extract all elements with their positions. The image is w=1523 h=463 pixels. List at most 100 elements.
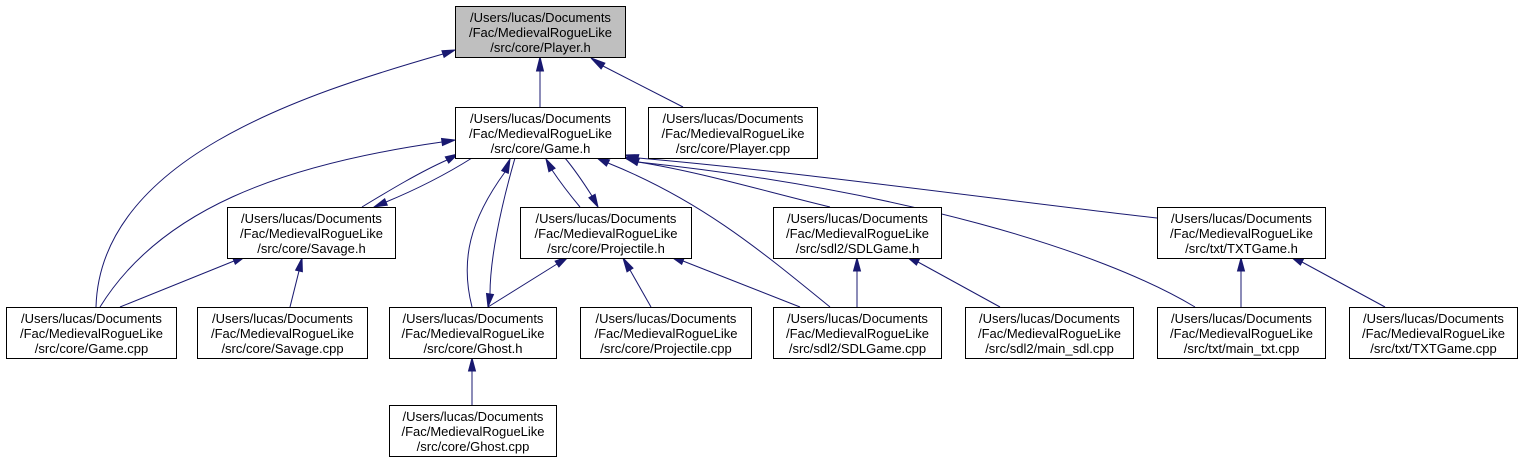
edge-main_sdl_cpp-to-sdlgame_h — [904, 255, 1001, 308]
node-savage-h[interactable]: /Users/lucas/Documents/Fac/MedievalRogue… — [227, 207, 396, 259]
arrowhead — [623, 154, 640, 163]
node-box[interactable] — [197, 307, 368, 359]
edge-ghost_h-to-game_h — [466, 158, 511, 308]
node-game-cpp[interactable]: /Users/lucas/Documents/Fac/MedievalRogue… — [6, 307, 177, 359]
node-label-line: /src/txt/main_txt.cpp — [1184, 341, 1300, 356]
edge-savage_h-to-game_h — [361, 153, 460, 208]
node-box[interactable] — [648, 107, 818, 159]
node-label-line: /Fac/MedievalRogueLike — [786, 226, 929, 241]
node-label-line: /Users/lucas/Documents — [403, 311, 544, 326]
node-label-line: /Fac/MedievalRogueLike — [20, 326, 163, 341]
node-box[interactable] — [773, 307, 942, 359]
node-label-line: /Fac/MedievalRogueLike — [401, 326, 544, 341]
arrowhead — [294, 256, 303, 273]
arrowhead — [444, 153, 460, 164]
arrowhead — [852, 256, 862, 272]
node-box[interactable] — [1157, 307, 1326, 359]
node-label-line: /Fac/MedievalRogueLike — [401, 424, 544, 439]
nodes-layer: /Users/lucas/Documents/Fac/MedievalRogue… — [6, 6, 1518, 457]
edge-line — [385, 157, 473, 203]
node-label-line: /Fac/MedievalRogueLike — [978, 326, 1121, 341]
node-txtgame-cpp[interactable]: /Users/lucas/Documents/Fac/MedievalRogue… — [1349, 307, 1518, 359]
node-box[interactable] — [965, 307, 1134, 359]
node-box[interactable] — [773, 207, 942, 259]
node-box[interactable] — [389, 307, 557, 359]
node-sdlgame-h[interactable]: /Users/lucas/Documents/Fac/MedievalRogue… — [773, 207, 942, 259]
arrowhead — [535, 56, 545, 72]
node-label-line: /src/core/Ghost.h — [424, 341, 523, 356]
node-label-line: /Users/lucas/Documents — [663, 111, 804, 126]
arrowhead — [622, 257, 634, 273]
edge-line — [1301, 261, 1386, 308]
node-label-line: /Users/lucas/Documents — [403, 409, 544, 424]
edge-sdlgame_cpp-to-game_h — [594, 156, 831, 308]
edge-line — [637, 157, 1158, 219]
edge-game_cpp-to-player_h — [95, 49, 457, 308]
node-ghost-h[interactable]: /Users/lucas/Documents/Fac/MedievalRogue… — [389, 307, 557, 359]
edge-savage_cpp-to-savage_h — [289, 256, 303, 308]
edge-game_cpp-to-game_h — [99, 137, 457, 308]
node-label-line: /src/sdl2/SDLGame.cpp — [789, 341, 926, 356]
arrowhead — [590, 57, 606, 70]
edge-projectile_cpp-to-projectile_h — [622, 257, 652, 308]
edge-txtgame_cpp-to-txtgame_h — [1288, 255, 1386, 308]
edge-sdlgame_cpp-to-sdlgame_h — [852, 256, 862, 307]
node-box[interactable] — [1157, 207, 1326, 259]
node-label-line: /Fac/MedievalRogueLike — [211, 326, 354, 341]
node-label-line: /Fac/MedievalRogueLike — [1170, 326, 1313, 341]
arrowhead — [441, 49, 457, 59]
node-box[interactable] — [455, 6, 626, 58]
edge-line — [361, 159, 448, 208]
node-label-line: /Users/lucas/Documents — [470, 10, 611, 25]
node-main-txt-cpp[interactable]: /Users/lucas/Documents/Fac/MedievalRogue… — [1157, 307, 1326, 359]
node-label-line: /src/sdl2/SDLGame.h — [796, 241, 920, 256]
edge-projectile_h-to-game_h — [545, 157, 581, 208]
node-label-line: /Fac/MedievalRogueLike — [469, 25, 612, 40]
node-box[interactable] — [1349, 307, 1518, 359]
edge-line — [607, 162, 831, 308]
edge-game_h-to-projectile_h — [564, 157, 599, 209]
arrowhead — [485, 292, 495, 309]
node-game-h[interactable]: /Users/lucas/Documents/Fac/MedievalRogue… — [455, 107, 626, 159]
edge-sdlgame_cpp-to-projectile_h — [669, 255, 801, 308]
node-projectile-cpp[interactable]: /Users/lucas/Documents/Fac/MedievalRogue… — [580, 307, 752, 359]
node-label-line: /src/txt/TXTGame.cpp — [1370, 341, 1496, 356]
arrowhead — [372, 198, 389, 208]
node-ghost-cpp[interactable]: /Users/lucas/Documents/Fac/MedievalRogue… — [389, 405, 557, 457]
node-label-line: /Users/lucas/Documents — [1171, 211, 1312, 226]
node-box[interactable] — [455, 107, 626, 159]
edge-line — [466, 171, 506, 308]
node-box[interactable] — [580, 307, 752, 359]
edge-line — [602, 65, 684, 108]
node-projectile-h[interactable]: /Users/lucas/Documents/Fac/MedievalRogue… — [520, 207, 692, 259]
node-box[interactable] — [6, 307, 177, 359]
node-label-line: /src/txt/TXTGame.h — [1185, 241, 1298, 256]
node-sdlgame-cpp[interactable]: /Users/lucas/Documents/Fac/MedievalRogue… — [773, 307, 942, 359]
edge-line — [289, 270, 300, 308]
node-label-line: /src/sdl2/main_sdl.cpp — [985, 341, 1114, 356]
edge-txtgame_h-to-game_h — [623, 154, 1158, 219]
node-label-line: /Fac/MedievalRogueLike — [594, 326, 737, 341]
node-box[interactable] — [520, 207, 692, 259]
node-label-line: /Users/lucas/Documents — [787, 211, 928, 226]
edge-line — [487, 263, 558, 308]
edge-main_txt_cpp-to-txtgame_h — [1236, 256, 1246, 307]
node-box[interactable] — [389, 405, 557, 457]
arrowhead — [467, 356, 477, 372]
node-main-sdl-cpp[interactable]: /Users/lucas/Documents/Fac/MedievalRogue… — [965, 307, 1134, 359]
node-label-line: /Users/lucas/Documents — [1171, 311, 1312, 326]
node-savage-cpp[interactable]: /Users/lucas/Documents/Fac/MedievalRogue… — [197, 307, 368, 359]
node-player-h[interactable]: /Users/lucas/Documents/Fac/MedievalRogue… — [455, 6, 626, 58]
edge-line — [637, 161, 831, 208]
node-label-line: /src/core/Ghost.cpp — [417, 439, 530, 454]
node-box[interactable] — [227, 207, 396, 259]
node-label-line: /Users/lucas/Documents — [1363, 311, 1504, 326]
edge-game_cpp-to-savage_h — [119, 255, 248, 308]
node-label-line: /Fac/MedievalRogueLike — [786, 326, 929, 341]
node-txtgame-h[interactable]: /Users/lucas/Documents/Fac/MedievalRogue… — [1157, 207, 1326, 259]
edge-line — [119, 260, 235, 308]
node-label-line: /Users/lucas/Documents — [536, 211, 677, 226]
node-label-line: /Users/lucas/Documents — [787, 311, 928, 326]
node-player-cpp[interactable]: /Users/lucas/Documents/Fac/MedievalRogue… — [648, 107, 818, 159]
